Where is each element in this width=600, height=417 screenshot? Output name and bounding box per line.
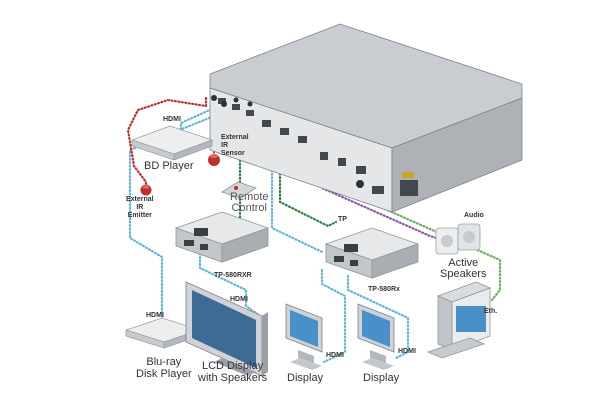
lcd-display-device (185, 281, 268, 377)
display1-device (285, 303, 323, 370)
hdmi-label-lcd: HDMI (230, 296, 248, 303)
bd-player-device (130, 125, 214, 161)
active-speakers-label: Active Speakers (440, 257, 487, 280)
display1-label: Display (287, 372, 324, 384)
eth-label: Eth. (484, 308, 498, 315)
bd-player-label: BD Player (144, 160, 194, 172)
tp580rx-device (324, 227, 420, 279)
ir-cable-emitter (126, 96, 208, 188)
lcd-display-label: LCD Display with Speakers (198, 360, 268, 384)
active-speakers (435, 223, 481, 255)
hdmi-label-bluray: HDMI (146, 312, 164, 319)
tp580rx-label: TP-580Rx (368, 286, 400, 293)
external-ir-sensor-label: External IR Sensor (221, 134, 249, 157)
tp580rxr-label: TP-580RXR (214, 272, 252, 279)
audio-label: Audio (464, 212, 484, 219)
ir-emitter (140, 184, 152, 196)
hdmi-label-display2: HDMI (398, 348, 416, 355)
pc-computer (426, 281, 492, 359)
hdmi-label-display1: HDMI (326, 352, 344, 359)
main-switcher-unit (209, 23, 523, 213)
hdmi-label-top: HDMI (163, 116, 181, 123)
tp580rxr-device (174, 211, 270, 263)
tp-label: TP (338, 216, 347, 223)
ir-sensor (208, 154, 220, 166)
remote-control-label: Remote Control (230, 191, 269, 214)
hdmi-cable-lcd (198, 248, 265, 320)
hdmi-cable-display1 (320, 268, 347, 364)
display2-label: Display (363, 372, 400, 384)
external-ir-emitter-label: External IR Emitter (126, 196, 154, 219)
display2-device (357, 303, 395, 370)
remote-control-device (221, 181, 257, 199)
hdmi-cable-display2 (346, 274, 410, 360)
bluray-player-label: Blu-ray Disk Player (136, 356, 192, 380)
